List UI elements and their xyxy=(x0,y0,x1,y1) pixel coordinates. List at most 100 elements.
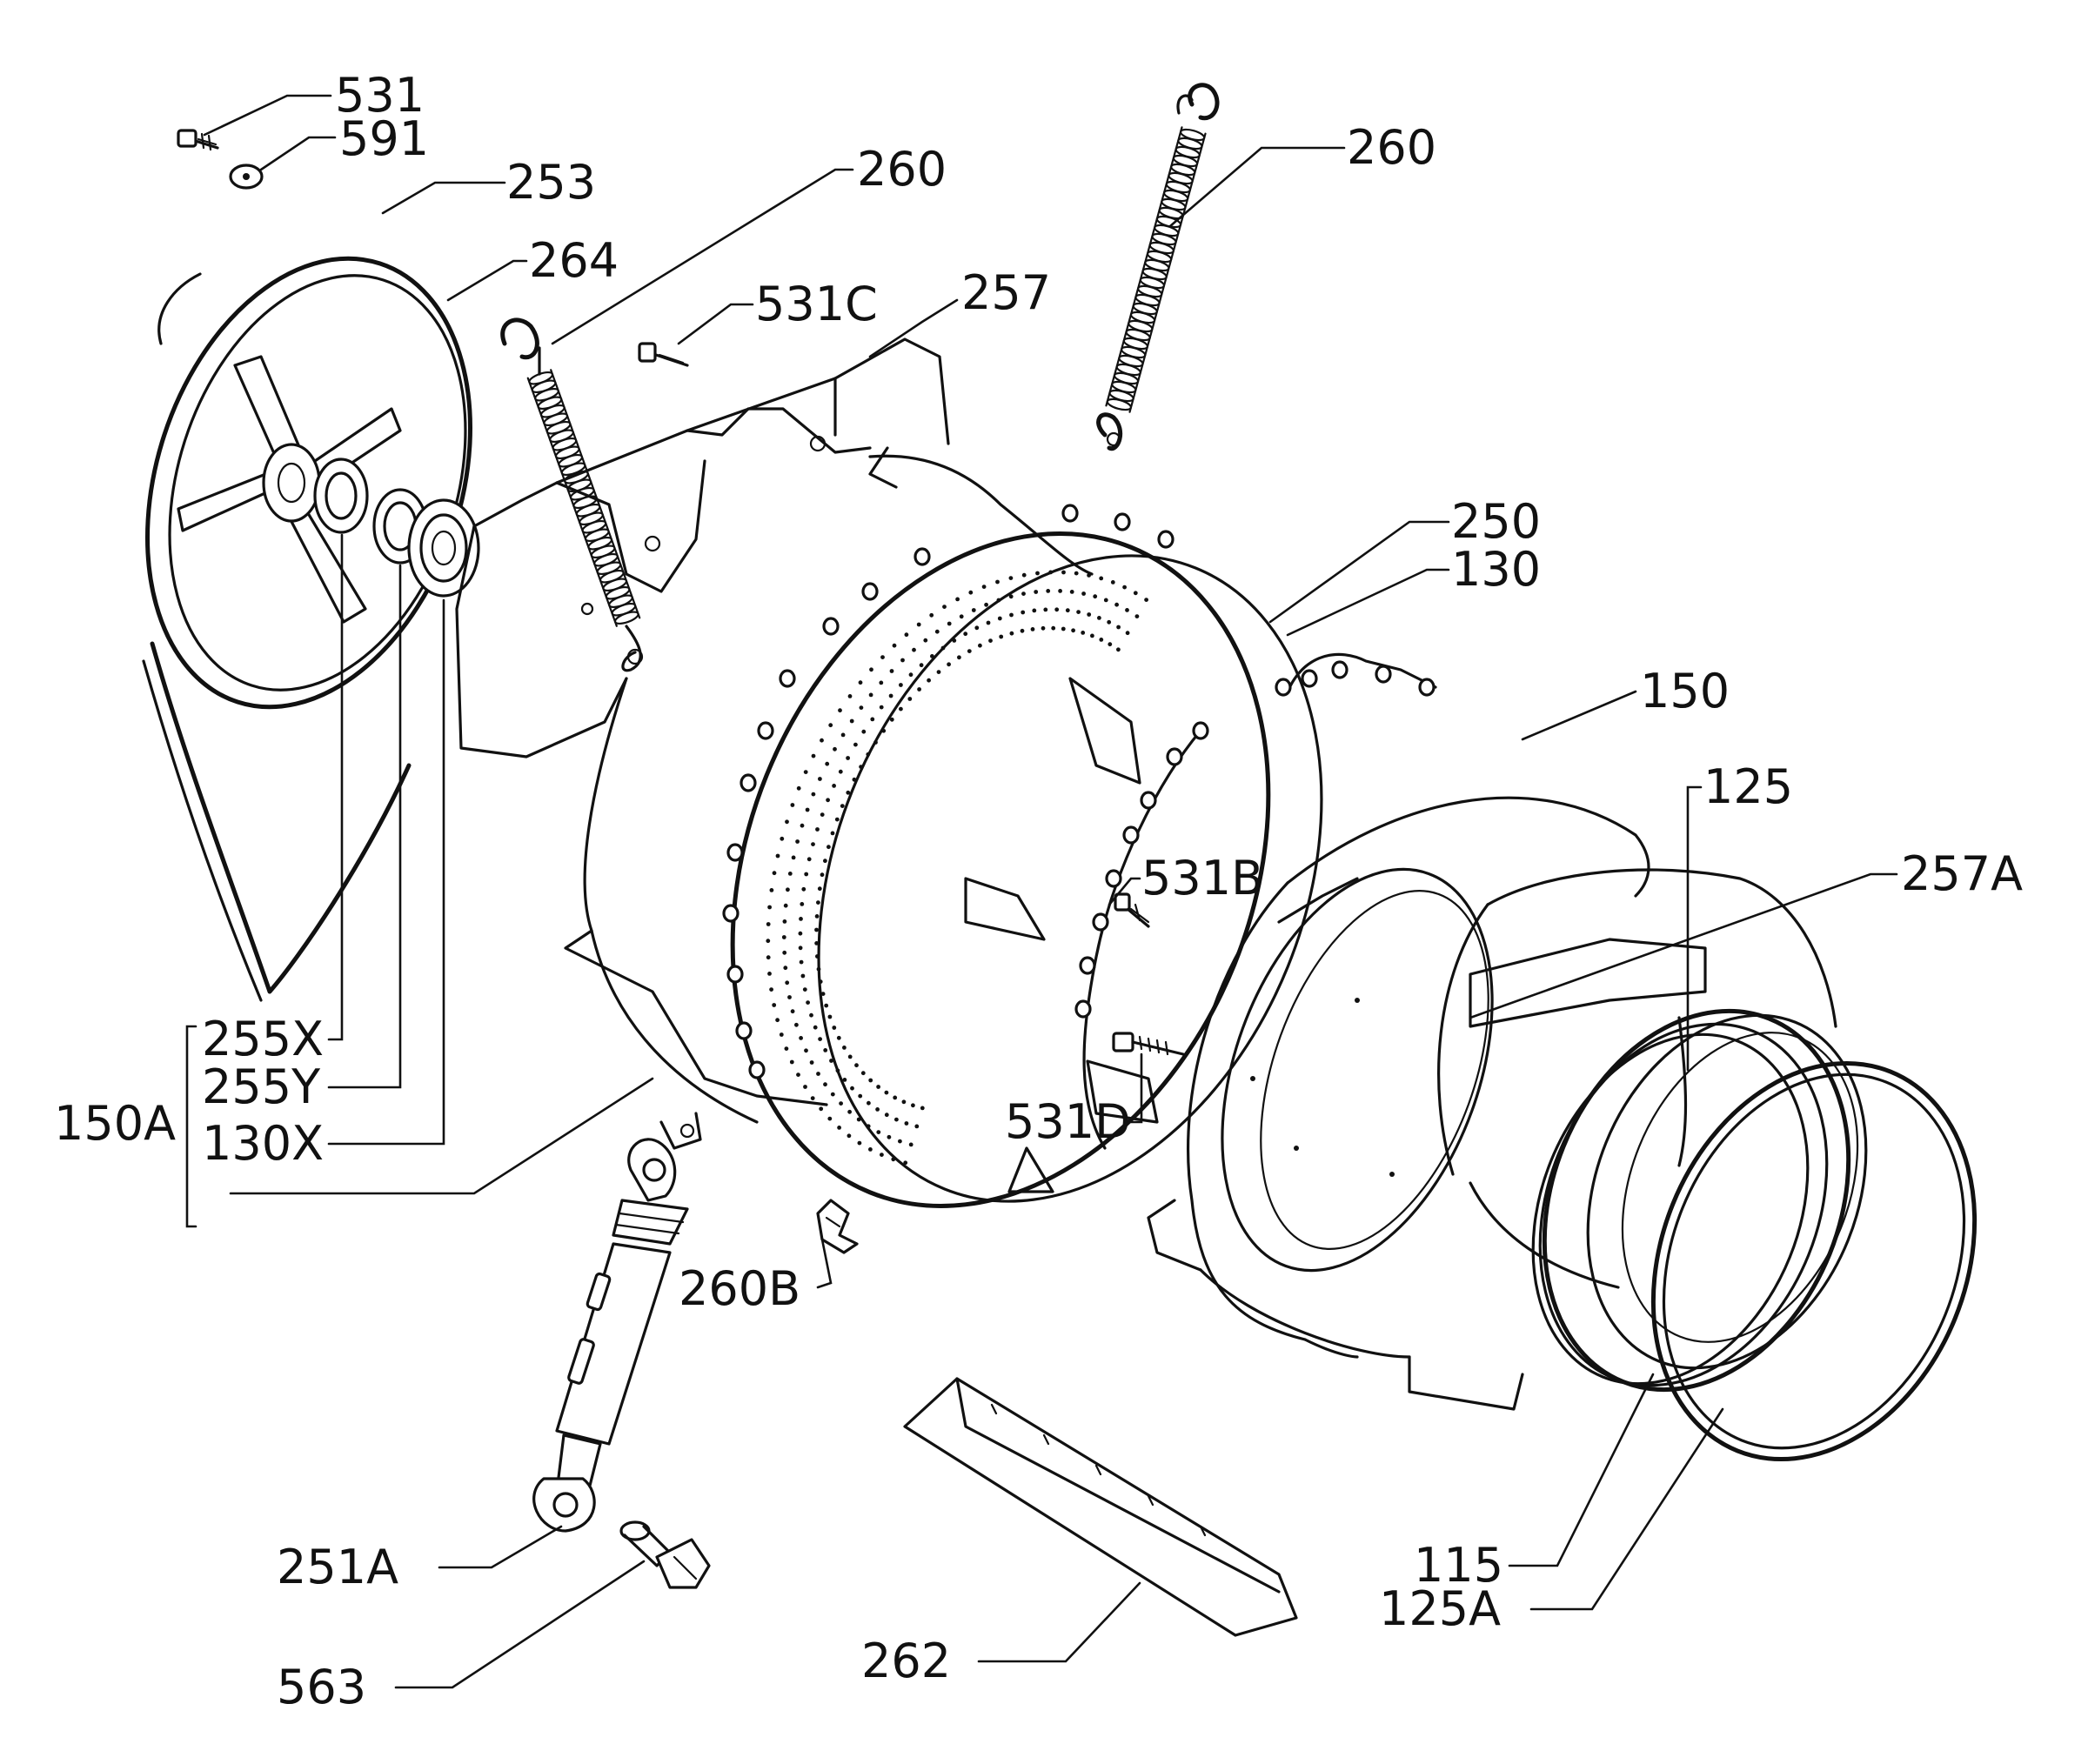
spring-edge xyxy=(550,369,641,619)
screw-531 xyxy=(177,129,219,151)
drum-perforation xyxy=(769,888,774,892)
drum-perforation xyxy=(936,670,941,674)
drum-perforation xyxy=(879,680,884,685)
drum-perforation xyxy=(876,1085,880,1089)
drum-perforation xyxy=(1108,642,1113,647)
drum-perforation xyxy=(859,705,864,710)
drum-perforation xyxy=(968,590,974,595)
rim-bolt xyxy=(757,721,774,740)
bearing-255x xyxy=(313,458,369,534)
drum-perforation xyxy=(782,950,787,955)
drum-perforation xyxy=(775,1018,780,1023)
label-260b: 260B xyxy=(679,1261,800,1316)
rim-bolt xyxy=(740,773,757,792)
spring-coil xyxy=(1106,398,1133,411)
drum-perforation xyxy=(916,622,921,627)
drum-perforation xyxy=(809,1012,813,1018)
drum-perforation xyxy=(942,605,947,609)
drum-perforation xyxy=(986,620,991,625)
drum-perforation xyxy=(1093,594,1098,599)
drum-perforation xyxy=(1041,625,1046,631)
drum-perforation xyxy=(1087,612,1092,617)
drum-perforation xyxy=(1103,598,1108,603)
rim-bolt xyxy=(726,965,744,984)
screw-531b xyxy=(1114,892,1150,928)
suspension-spring-left xyxy=(500,317,644,672)
drum-perforation xyxy=(856,1117,861,1122)
rim-bolt xyxy=(1105,869,1122,888)
drum-perforation xyxy=(957,655,961,660)
drum-perforation xyxy=(923,638,928,643)
rim-bolt xyxy=(1375,665,1392,684)
label-130x: 130X xyxy=(202,1116,324,1171)
drum-perforation xyxy=(1074,571,1079,576)
front-counterweight xyxy=(1437,868,1837,1289)
drum-perforation xyxy=(826,845,831,850)
drum-perforation xyxy=(813,1025,818,1030)
drum-perforation xyxy=(811,792,816,797)
label-260-right: 260 xyxy=(1347,120,1436,175)
drum-perforation xyxy=(1116,647,1121,652)
drum-perforation xyxy=(858,680,863,685)
drum-perforation xyxy=(825,761,830,766)
drum-perforation xyxy=(772,871,777,876)
drum-perforation xyxy=(917,687,921,692)
drum-perforation xyxy=(995,579,1000,585)
drum-perforation xyxy=(814,914,820,919)
door-seal xyxy=(1531,1008,1868,1393)
drum-perforation xyxy=(1116,625,1121,630)
drum-perforation xyxy=(984,602,988,607)
drum-perforation xyxy=(820,738,824,743)
drum-perforation xyxy=(884,1090,889,1095)
drum-perforation xyxy=(1008,576,1014,580)
drum-perforation xyxy=(892,643,897,648)
drum-perforation xyxy=(1144,598,1148,602)
drum-perforation xyxy=(1099,638,1104,642)
drum-perforation xyxy=(908,672,914,678)
drum-perforation xyxy=(1097,616,1101,620)
rim-bolt xyxy=(726,843,744,862)
leader-lines xyxy=(185,94,1898,1689)
drum-perforation xyxy=(783,966,788,971)
rim-bolt xyxy=(822,617,840,636)
drum-perforation xyxy=(1081,631,1086,635)
drum-perforation xyxy=(911,1103,915,1108)
rim-bolt xyxy=(1418,678,1436,697)
drum-perforation xyxy=(891,1157,896,1162)
label-264: 264 xyxy=(529,233,619,288)
drum-perforation xyxy=(787,995,792,999)
rim-bolt xyxy=(748,1060,766,1079)
drum-perforation xyxy=(799,917,803,921)
drum-perforation xyxy=(900,658,905,663)
front-tub-half xyxy=(1147,796,1650,1411)
drum-perforation xyxy=(794,1022,799,1027)
drum-perforation xyxy=(835,1068,840,1073)
drum-perforation xyxy=(1061,626,1066,631)
drum-perforation xyxy=(766,939,771,944)
drum-perforation xyxy=(786,887,790,892)
drum-perforation xyxy=(868,692,873,698)
drum-perforation xyxy=(798,945,803,951)
drum-perforation xyxy=(767,972,772,976)
drum-perforation xyxy=(903,1160,908,1166)
bolt-563 xyxy=(619,1520,711,1589)
drum-perforation xyxy=(795,839,800,844)
drum-perforation xyxy=(907,697,913,701)
drum-perforation xyxy=(1009,612,1014,618)
seal-130x xyxy=(407,498,480,598)
label-260-left: 260 xyxy=(857,142,947,197)
drum-perforation xyxy=(817,886,822,892)
drum-perforation xyxy=(1051,625,1056,631)
drum-perforation xyxy=(832,1026,837,1030)
drum-perforation xyxy=(842,1046,847,1050)
drum-perforation xyxy=(798,931,803,936)
label-531d: 531D xyxy=(1005,1094,1131,1149)
drum-perforation xyxy=(842,1078,847,1082)
label-250: 250 xyxy=(1451,494,1541,549)
drum-perforation xyxy=(1009,631,1014,636)
drum-perforation xyxy=(853,742,858,747)
rim-bolt xyxy=(1166,747,1183,766)
rim-bolt xyxy=(779,669,796,688)
drum-perforation xyxy=(847,1109,852,1114)
